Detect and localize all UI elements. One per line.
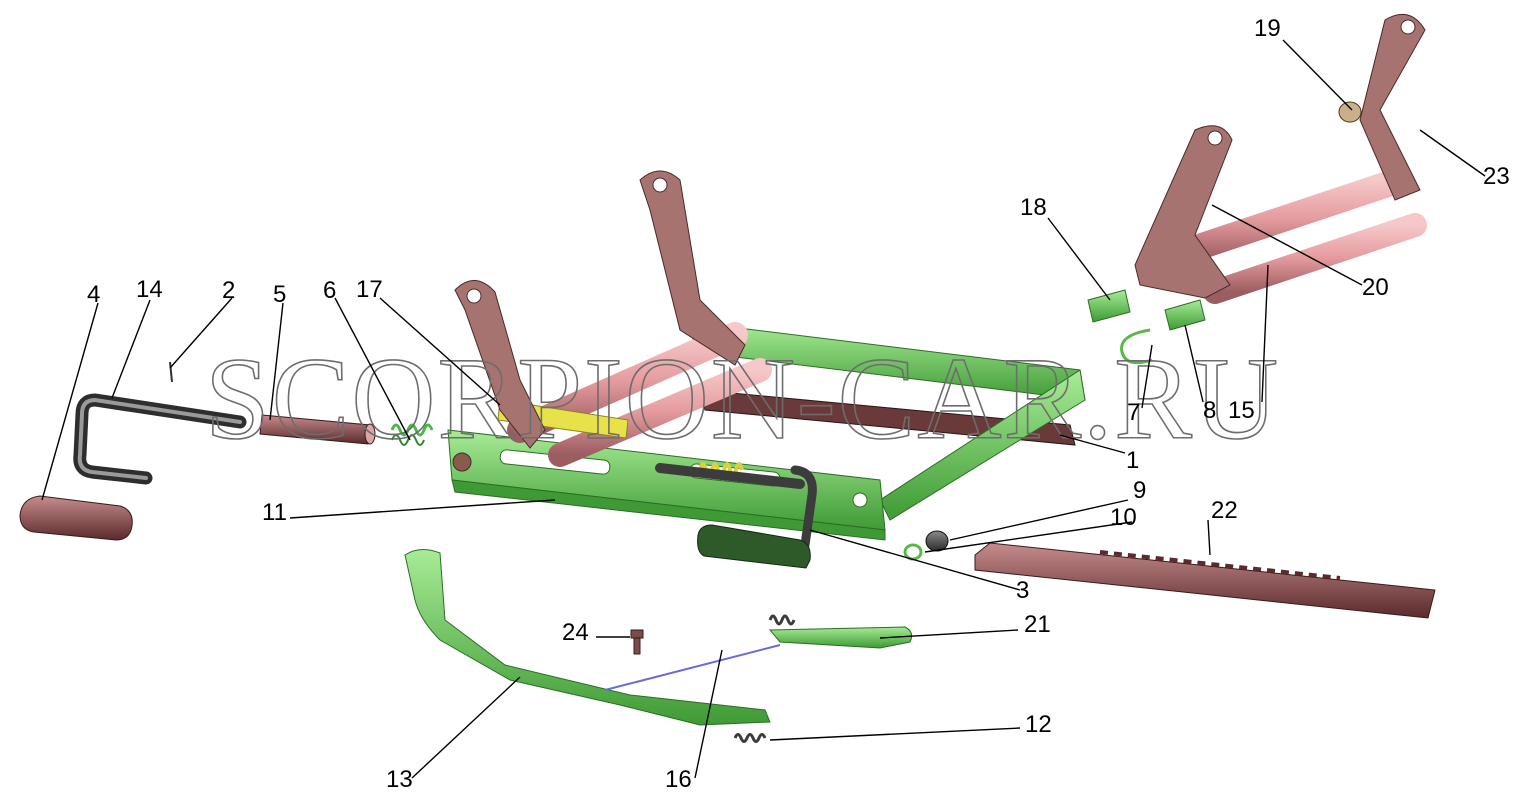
part-19-bushing	[1338, 101, 1362, 123]
part-5-sleeve	[259, 414, 376, 445]
callout-labels: 4 14 2 5 6 17 1 9 10 3 11 12 13 16 21 22…	[87, 15, 1510, 793]
part-22-slide-rail	[974, 542, 1436, 619]
part-17-left-bracket-assembly	[454, 170, 772, 467]
callout-21: 21	[1024, 611, 1051, 638]
part-12-spring	[733, 733, 767, 743]
callout-4: 4	[87, 281, 100, 308]
part-16-cable	[604, 644, 781, 691]
watermark-text: SCORPION-CAR.RU	[205, 333, 1280, 464]
part-7-clip	[1120, 328, 1153, 365]
callout-20: 20	[1362, 274, 1389, 301]
callout-11: 11	[262, 499, 287, 526]
callout-19: 19	[1254, 15, 1281, 42]
part-15-right-bracket-assembly	[1134, 13, 1427, 304]
part-2-pin	[169, 361, 173, 383]
callout-9: 9	[1133, 477, 1146, 504]
part-13-pedal-lever	[404, 549, 771, 726]
part-14-crank-rod	[73, 393, 247, 485]
part-21-plate	[768, 614, 913, 649]
part-4-handle-grip	[19, 495, 133, 541]
callout-7: 7	[1127, 399, 1140, 426]
callout-10: 10	[1110, 504, 1137, 531]
callout-1: 1	[1126, 447, 1139, 474]
callout-6: 6	[323, 277, 336, 304]
callout-2: 2	[222, 277, 235, 304]
part-3-front-handle	[697, 465, 817, 569]
part-6-spring	[390, 423, 434, 446]
callout-17: 17	[356, 276, 383, 303]
part-24-bolt	[630, 629, 644, 655]
callout-18: 18	[1020, 194, 1047, 221]
part-8-green-plug	[1164, 299, 1206, 331]
callout-3: 3	[1016, 577, 1029, 604]
callout-12: 12	[1025, 711, 1052, 738]
callout-15: 15	[1228, 397, 1255, 424]
part-9-cap	[925, 530, 949, 552]
part-10-ring	[903, 543, 923, 561]
callout-13: 13	[386, 766, 413, 793]
callout-5: 5	[273, 281, 286, 308]
callout-22: 22	[1211, 497, 1238, 524]
callout-24: 24	[562, 619, 589, 646]
callout-14: 14	[136, 276, 163, 303]
leader-lines	[41, 39, 1486, 779]
callout-23: 23	[1483, 163, 1510, 190]
callout-16: 16	[665, 766, 692, 793]
part-18-green-plug	[1087, 289, 1131, 323]
callout-8: 8	[1203, 397, 1216, 424]
